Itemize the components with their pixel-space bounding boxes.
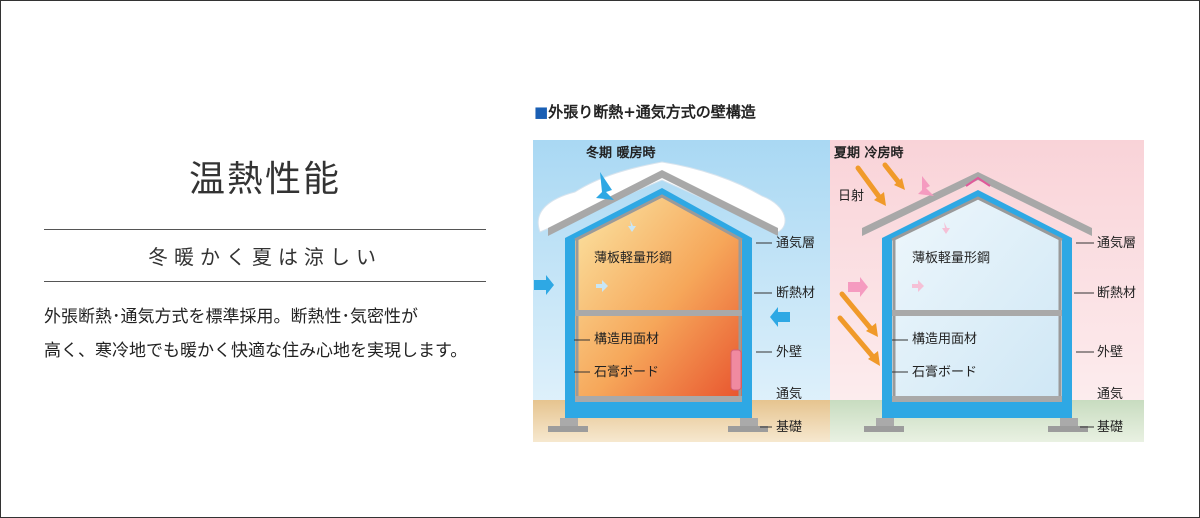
summer-label-board: 石膏ボード (912, 364, 977, 380)
description-line-2: 高く、寒冷地でも暖かく快適な住み心地を実現します。 (44, 341, 468, 361)
winter-label-board: 石膏ボード (594, 364, 659, 380)
diagram-title-text: 外張り断熱+通気方式の壁構造 (548, 103, 756, 121)
heat-arrow-left-icon (848, 277, 868, 297)
winter-label-vent-layer: 通気層 (776, 235, 815, 251)
diagram-title: ■外張り断熱+通気方式の壁構造 (534, 101, 756, 122)
summer-label-sunlight: 日射 (838, 188, 864, 204)
section-title: 温熱性能 (188, 159, 341, 200)
heat-arrow-icon (912, 280, 924, 292)
summer-label-ventilation: 通気 (1097, 386, 1123, 402)
title-divider-top (44, 229, 486, 230)
winter-floor-slab (575, 310, 742, 316)
summer-panel: 夏期 冷房時 日射 薄板軽量形鋼 構造用面材 石膏ボード 通気層 断熱材 外壁 … (830, 140, 1144, 442)
winter-panel: 冬期 暖房時 薄板軽量形鋼 構造用面材 石膏ボード 通気層 断熱材 外壁 通気 … (533, 140, 838, 442)
summer-label-vent-layer: 通気層 (1097, 235, 1136, 251)
title-divider-bottom (44, 281, 486, 282)
summer-label-steel: 薄板軽量形鋼 (912, 251, 990, 266)
warm-up-arrow-icon (628, 220, 636, 232)
summer-interior (892, 198, 1062, 398)
winter-label-panel: 構造用面材 (594, 332, 659, 347)
summer-label-insulation: 断熱材 (1097, 286, 1136, 301)
winter-footing-left (548, 426, 588, 432)
heat-down-arrow-icon (942, 222, 950, 234)
summer-label-foundation: 基礎 (1097, 420, 1123, 435)
summer-footing-right (1048, 426, 1088, 432)
heater-icon (730, 349, 742, 391)
title-marker-icon: ■ (534, 103, 549, 121)
sunlight-arrows-icon (837, 162, 903, 361)
ridge-vent-icon (965, 176, 991, 187)
winter-caption: 冬期 暖房時 (586, 145, 656, 161)
winter-label-ventilation: 通気 (776, 386, 802, 402)
heat-arrow-roof-icon (918, 176, 934, 196)
summer-floor-slab (892, 310, 1062, 316)
winter-label-foundation: 基礎 (776, 420, 802, 435)
cold-arrow-roof-icon (596, 172, 614, 200)
winter-interior (575, 196, 742, 398)
warm-arrow-icon (596, 280, 608, 292)
description-line-1: 外張断熱･通気方式を標準採用。断熱性･気密性が (44, 307, 418, 327)
winter-label-exterior: 外壁 (776, 345, 802, 360)
winter-label-steel: 薄板軽量形鋼 (594, 251, 672, 266)
cold-arrow-left-icon (534, 275, 554, 295)
summer-label-panel: 構造用面材 (912, 332, 977, 347)
section-subtitle: 冬暖かく夏は涼しい (148, 245, 382, 269)
summer-footing-left (864, 426, 904, 432)
winter-label-insulation: 断熱材 (776, 286, 815, 301)
snow-icon (537, 161, 786, 233)
cold-arrow-right-icon (770, 307, 790, 327)
summer-label-exterior: 外壁 (1097, 345, 1123, 360)
summer-caption: 夏期 冷房時 (833, 145, 904, 161)
section-description: 外張断熱･通気方式を標準採用。断熱性･気密性が 高く、寒冷地でも暖かく快適な住み… (44, 300, 494, 368)
winter-footing-right (728, 426, 768, 432)
